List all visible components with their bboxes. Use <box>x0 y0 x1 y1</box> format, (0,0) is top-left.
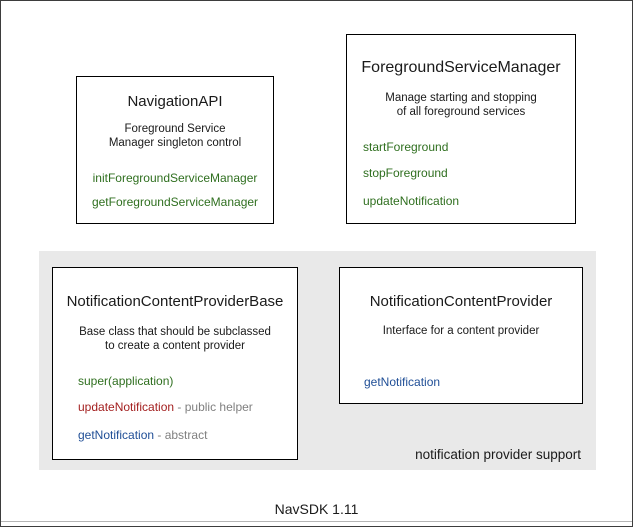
method-name: updateNotification <box>78 400 175 414</box>
box-title: NavigationAPI <box>127 93 223 110</box>
method-super-application: super(application) <box>53 375 297 388</box>
description-line: Base class that should be subclassed <box>79 326 271 338</box>
panel-caption: notification provider support <box>415 447 581 462</box>
method-name: super(application) <box>78 374 174 388</box>
method-updateNotification: updateNotification <box>363 194 460 208</box>
method-getNotification: getNotification <box>364 375 441 389</box>
box-description: Base class that should be subclassed to … <box>53 325 297 353</box>
description-line: Manage starting and stopping <box>385 92 537 104</box>
description-line: Manager singleton control <box>108 137 242 149</box>
box-description: Interface for a content provider <box>340 324 582 338</box>
method-getNotification: getNotification - abstract <box>53 429 297 442</box>
method-stopForeground: stopForeground <box>363 166 448 180</box>
method-startForeground: startForeground <box>363 140 449 154</box>
method-name: getNotification <box>78 428 155 442</box>
method-updateNotification: updateNotification - public helper <box>53 401 297 414</box>
notification-content-provider-box: NotificationContentProvider Interface fo… <box>339 267 583 404</box>
bottom-divider <box>1 521 632 522</box>
method-annotation: - abstract <box>154 428 208 442</box>
description-line: Interface for a content provider <box>382 325 540 337</box>
box-title: NotificationContentProvider <box>369 293 553 310</box>
sdk-version-label: NavSDK 1.11 <box>274 501 359 517</box>
box-title: NotificationContentProviderBase <box>66 293 284 310</box>
navigation-api-box: NavigationAPI Foreground Service Manager… <box>76 76 274 224</box>
description-line: to create a content provider <box>105 340 245 352</box>
box-title: ForegroundServiceManager <box>361 59 561 76</box>
description-line: Foreground Service <box>124 123 226 135</box>
method-getForegroundServiceManager: getForegroundServiceManager <box>91 195 259 209</box>
box-description: Foreground Service Manager singleton con… <box>77 122 273 150</box>
box-description: Manage starting and stopping of all fore… <box>347 91 575 119</box>
method-annotation: - public helper <box>174 400 253 414</box>
notification-content-provider-base-box: NotificationContentProviderBase Base cla… <box>52 267 298 460</box>
description-line: of all foreground services <box>396 106 526 118</box>
foreground-service-manager-box: ForegroundServiceManager Manage starting… <box>346 34 576 224</box>
method-initForegroundServiceManager: initForegroundServiceManager <box>92 171 258 185</box>
